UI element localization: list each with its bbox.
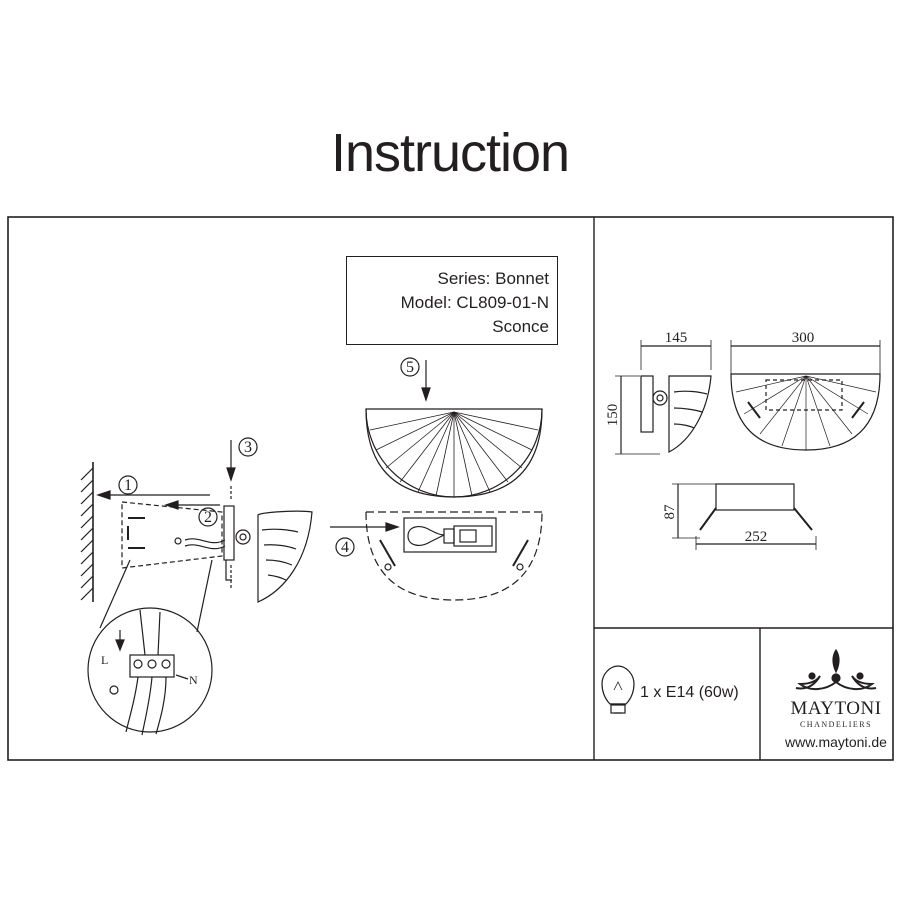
step-5-label: 5 xyxy=(406,359,414,376)
dim-side-view xyxy=(615,340,712,455)
bulb-icon xyxy=(601,665,635,714)
product-type: Sconce xyxy=(492,317,549,336)
wall-bracket xyxy=(223,505,251,581)
dim-height: 150 xyxy=(605,404,621,427)
wire-live-label: L xyxy=(101,653,108,667)
dim-canopy-height: 87 xyxy=(662,504,678,520)
dim-depth: 145 xyxy=(665,330,688,346)
product-info-box: Series: Bonnet Model: CL809-01-N Sconce xyxy=(346,256,558,345)
step-1-label: 1 xyxy=(124,477,132,494)
product-model: Model: CL809-01-N xyxy=(400,293,549,312)
dim-canopy-view xyxy=(672,483,817,550)
step-5-arrow xyxy=(400,357,431,402)
wires xyxy=(174,537,226,550)
screws-left xyxy=(127,517,145,549)
brand-name: MAYTONI xyxy=(790,698,882,719)
product-series: Series: Bonnet xyxy=(437,269,549,288)
dim-width: 300 xyxy=(792,330,815,346)
step-2-arrow xyxy=(164,500,220,527)
step-4-label: 4 xyxy=(341,539,349,556)
step-1-arrow xyxy=(96,475,210,500)
wire-neutral-label: N xyxy=(189,673,198,687)
step-3-arrow xyxy=(226,437,258,590)
sheet-frame xyxy=(7,216,894,761)
page-title: Instruction xyxy=(330,123,570,183)
brand-tagline: CHANDELIERS xyxy=(799,720,873,729)
step-4-arrow xyxy=(330,522,400,557)
dim-canopy-width: 252 xyxy=(745,529,768,545)
mounting-plate xyxy=(121,501,223,569)
lamp-holder-assembly xyxy=(365,511,543,601)
wall-hatching xyxy=(80,462,94,602)
brand-logo-emblem xyxy=(795,648,877,690)
step-2-label: 2 xyxy=(204,509,212,526)
dim-front-view xyxy=(730,340,881,451)
lamp-spec: 1 x E14 (60w) xyxy=(640,684,739,701)
brand-website: www.maytoni.de xyxy=(785,734,887,750)
shade-front-view xyxy=(365,408,543,498)
wiring-magnifier xyxy=(87,559,213,736)
shade-side-view xyxy=(257,510,313,603)
step-3-label: 3 xyxy=(244,439,252,456)
